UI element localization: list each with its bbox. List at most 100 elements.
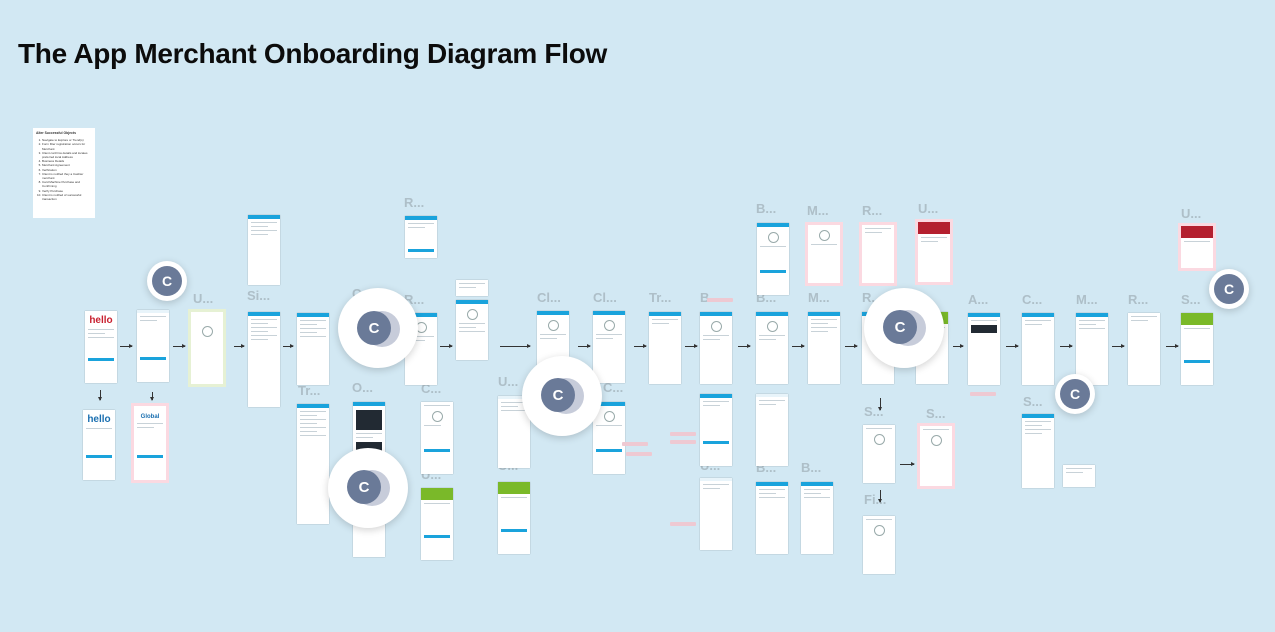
- avatar-group[interactable]: C: [522, 356, 602, 436]
- screen-hello-red[interactable]: hello: [85, 311, 117, 383]
- screen-label: C...: [1022, 292, 1043, 307]
- comment-tag: [707, 298, 733, 302]
- avatar: C: [357, 311, 391, 345]
- screen-confirm-warning[interactable]: [421, 402, 453, 474]
- screen-business-4[interactable]: [756, 312, 788, 384]
- screen-label: C...: [603, 380, 624, 395]
- screen-business-5[interactable]: [756, 482, 788, 554]
- flow-arrow: [900, 462, 915, 466]
- screen-label: Tr...: [649, 290, 672, 305]
- note-item: Merchant Agreement: [42, 163, 92, 167]
- avatar-marker[interactable]: C: [1209, 269, 1249, 309]
- comment-tag: [670, 440, 696, 444]
- avatar-group[interactable]: C: [338, 288, 418, 368]
- flow-arrow: [173, 344, 186, 348]
- screen-label: U...: [918, 201, 939, 216]
- screen-card-machine[interactable]: [1022, 313, 1054, 385]
- screen-trends[interactable]: [297, 313, 329, 385]
- screen-label: Cl...: [537, 290, 561, 305]
- flow-arrow-down: [878, 490, 882, 503]
- screen-label: M...: [808, 290, 830, 305]
- flow-arrow-down: [98, 390, 102, 401]
- screen-label: S...: [1023, 394, 1043, 409]
- screen-popup[interactable]: [456, 280, 488, 296]
- screen-popup-2[interactable]: [1063, 465, 1095, 487]
- screen-hello-blue[interactable]: hello: [83, 410, 115, 480]
- flow-arrow: [685, 344, 698, 348]
- screen-label: R...: [404, 195, 425, 210]
- comment-tag: [970, 392, 996, 396]
- avatar-marker[interactable]: C: [147, 261, 187, 301]
- avatar-marker[interactable]: C: [1055, 374, 1095, 414]
- screen-label: Cl...: [593, 290, 617, 305]
- comment-tag: [670, 432, 696, 436]
- screen-business-6[interactable]: [801, 482, 833, 554]
- screen-label: U...: [193, 291, 214, 306]
- screen-label: B...: [801, 460, 822, 475]
- note-item: Client is notified they a Cashier mercha…: [42, 172, 92, 180]
- note-item: Client is notified of successful transac…: [42, 193, 92, 201]
- objectives-note: Alter Successful Objects Navigate to Exp…: [33, 128, 95, 218]
- screen-business-2[interactable]: [700, 394, 732, 466]
- note-item: Client confirms details and locates pref…: [42, 151, 92, 159]
- flow-arrow: [792, 344, 805, 348]
- screen-label: Si...: [247, 288, 271, 303]
- screen-transfer[interactable]: [649, 312, 681, 384]
- screen-survey[interactable]: [920, 426, 952, 486]
- screen-label: Fi...: [864, 492, 887, 507]
- screen-machine-purchase[interactable]: [1076, 313, 1108, 385]
- screen-finish[interactable]: [863, 516, 895, 574]
- screen-loading[interactable]: [191, 312, 223, 384]
- note-item: Form filter registration occurs for Merc…: [42, 142, 92, 150]
- screen-review[interactable]: [862, 225, 894, 283]
- screen-signup-list[interactable]: [248, 312, 280, 407]
- screen-global[interactable]: Global: [134, 406, 166, 480]
- screen-keyboard-2[interactable]: [700, 478, 732, 550]
- screen-label: B...: [756, 201, 777, 216]
- screen-business-1[interactable]: [700, 312, 732, 384]
- screen-error-final[interactable]: [1181, 226, 1213, 268]
- avatar-group[interactable]: C: [864, 288, 944, 368]
- avatar: C: [152, 266, 182, 296]
- flow-arrow-down: [150, 392, 154, 401]
- avatar: C: [541, 378, 575, 412]
- screen-business-3[interactable]: [757, 223, 789, 295]
- screen-keyboard-3[interactable]: [756, 394, 788, 466]
- flow-arrow: [234, 344, 245, 348]
- avatar: C: [347, 470, 381, 504]
- screen-update-error[interactable]: [918, 222, 950, 282]
- screen-confirm-2[interactable]: [593, 402, 625, 474]
- flow-arrow: [1060, 344, 1073, 348]
- page-title: The App Merchant Onboarding Diagram Flow: [18, 38, 607, 69]
- comment-tag: [626, 452, 652, 456]
- comment-tag: [622, 442, 648, 446]
- screen-label: O...: [352, 380, 373, 395]
- screen-success-2[interactable]: [498, 482, 530, 554]
- flow-arrow-down: [878, 398, 882, 411]
- screen-select[interactable]: [1022, 414, 1054, 488]
- screen-category-list[interactable]: [297, 404, 329, 524]
- screen-label: M...: [807, 203, 829, 218]
- flow-arrow: [845, 344, 858, 348]
- screen-client-2[interactable]: [593, 311, 625, 383]
- screen-status-1[interactable]: [863, 425, 895, 483]
- screen-menu[interactable]: [248, 215, 280, 285]
- screen-receipt[interactable]: [1128, 313, 1160, 385]
- screen-login[interactable]: [137, 310, 169, 382]
- screen-merchant-doc[interactable]: [808, 225, 840, 283]
- avatar-group[interactable]: C: [328, 448, 408, 528]
- flow-arrow: [1006, 344, 1019, 348]
- screen-success-final[interactable]: [1181, 313, 1213, 385]
- note-item: Card Machine Purchase and Confirming: [42, 180, 92, 188]
- screen-details[interactable]: [456, 300, 488, 360]
- flow-arrow: [120, 344, 133, 348]
- screen-label: S...: [926, 406, 946, 421]
- flow-arrow: [953, 344, 964, 348]
- screen-label: A...: [968, 292, 989, 307]
- screen-merchant-agreement[interactable]: [808, 312, 840, 384]
- screen-register[interactable]: [405, 216, 437, 258]
- screen-account[interactable]: [968, 313, 1000, 385]
- avatar: C: [1060, 379, 1090, 409]
- screen-label: R...: [1128, 292, 1149, 307]
- screen-success-1[interactable]: [421, 488, 453, 560]
